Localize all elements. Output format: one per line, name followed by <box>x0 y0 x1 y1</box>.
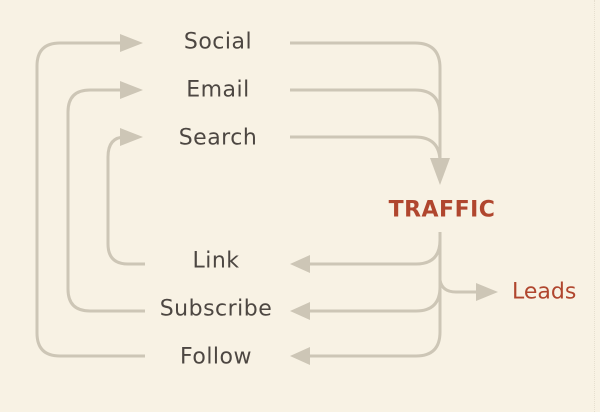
arrowhead-social <box>120 34 143 52</box>
arrow-traffic-to-subscribe <box>305 240 442 313</box>
arrow-traffic-to-leads <box>438 279 480 294</box>
loop-subscribe-to-email <box>66 88 145 313</box>
arrow-social-to-traffic <box>290 41 442 160</box>
node-traffic: TRAFFIC <box>388 197 496 223</box>
loop-link-to-search <box>106 135 145 266</box>
arrow-search-to-traffic <box>290 135 442 163</box>
arrowhead-email <box>120 81 143 99</box>
arrowhead-subscribe <box>290 302 310 320</box>
node-link: Link <box>192 248 240 274</box>
node-leads: Leads <box>512 279 577 305</box>
arrow-traffic-to-follow <box>305 240 442 358</box>
arrowhead-search <box>120 128 143 146</box>
node-email: Email <box>186 77 250 103</box>
arrowhead-link <box>290 255 310 273</box>
arrow-traffic-to-link <box>305 232 442 266</box>
node-social: Social <box>183 29 253 55</box>
node-search: Search <box>178 125 258 151</box>
page-edge <box>594 0 600 412</box>
node-subscribe: Subscribe <box>159 296 273 322</box>
arrow-email-to-traffic <box>290 88 442 160</box>
arrowhead-traffic <box>430 158 450 185</box>
arrowhead-follow <box>290 347 310 365</box>
loop-follow-to-social <box>35 41 145 358</box>
arrowhead-leads <box>476 283 498 301</box>
node-follow: Follow <box>179 344 253 370</box>
